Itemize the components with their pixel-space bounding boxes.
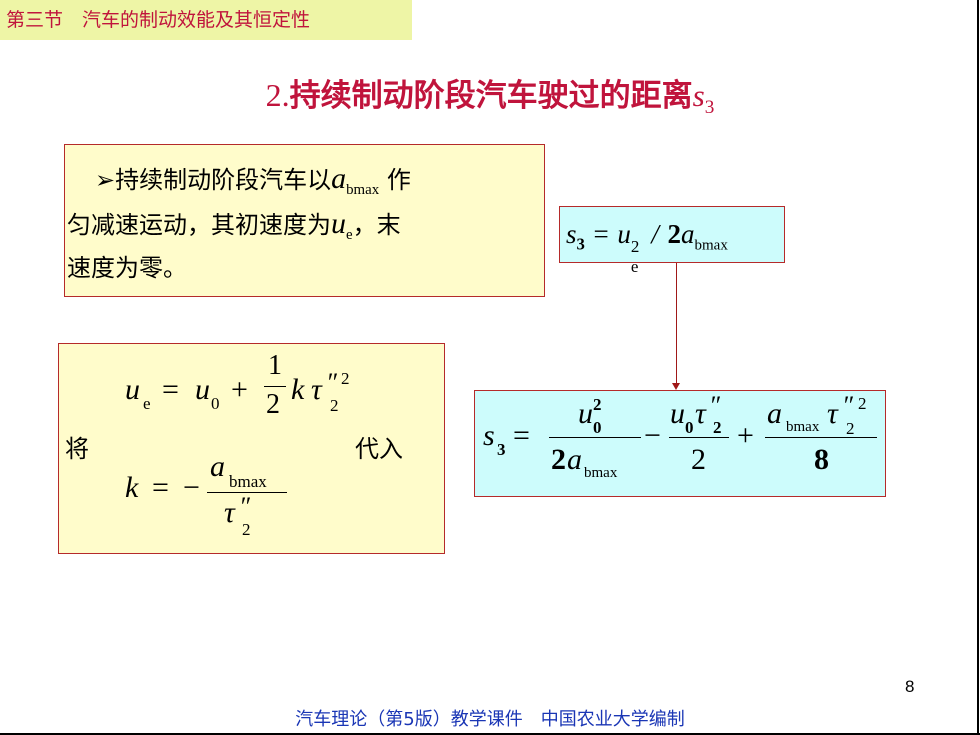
r-f2-u: u xyxy=(670,397,685,430)
desc-var-u: u xyxy=(331,207,346,240)
daoru-label: 代入 xyxy=(355,435,403,463)
desc-text-2: 作 xyxy=(386,166,411,194)
eq2-tau-prime: ″ xyxy=(239,492,250,521)
eq1-u0: u xyxy=(195,373,210,406)
title-var-sub: 3 xyxy=(704,97,715,119)
eq2-tau: τ xyxy=(224,496,235,529)
ft-u: u xyxy=(617,219,631,249)
substitution-box: 将 代入 u e = u 0 + 1 2 k τ ″ 2 2 k = − a b… xyxy=(58,343,445,554)
eq1-u0-sub: 0 xyxy=(211,394,220,413)
desc-text-3: 匀减速运动，其初速度为 xyxy=(67,211,331,239)
desc-text-1: 持续制动阶段汽车以 xyxy=(115,166,332,194)
r-f3-prime: ″ xyxy=(842,391,853,420)
ft-a: a xyxy=(681,219,695,249)
connector-line xyxy=(676,263,677,387)
r-f2-tau: τ xyxy=(695,397,706,430)
r-f2-u-sub: 0 xyxy=(685,418,694,437)
title-prefix: 2. xyxy=(265,77,290,113)
r-f1-two: 2 xyxy=(551,443,566,476)
result-formula-box: s 3 = u 2 0 2 a bmax − u 0 τ ″ 2 2 + a b… xyxy=(474,390,886,497)
eq1-tau-prime: ″ xyxy=(326,368,337,397)
page-number: 8 xyxy=(905,677,915,696)
r-minus: − xyxy=(644,419,661,452)
ft-slash: / xyxy=(651,219,659,249)
r-f3-den: 8 xyxy=(814,443,829,476)
eq2-tau-sub: 2 xyxy=(242,520,251,539)
eq1-u: u xyxy=(125,373,140,406)
ft-s-sub: 3 xyxy=(576,234,585,254)
slide-bottom-border xyxy=(0,733,980,735)
desc-text-5: 速度为零。 xyxy=(67,254,187,282)
ft-u-sup: 2 xyxy=(630,237,640,256)
eq1-k: k xyxy=(291,373,305,406)
r-f3-tau-sup: 2 xyxy=(858,394,867,413)
eq2-eq: = xyxy=(152,471,169,504)
bullet-arrow-icon: ➢ xyxy=(95,166,116,194)
eq1-eq: = xyxy=(162,373,179,406)
eq1-plus: + xyxy=(231,373,248,406)
eq1-u-sub: e xyxy=(143,394,151,413)
r-f3-tau-sub: 2 xyxy=(846,419,855,438)
ft-a-sub: bmax xyxy=(694,237,728,254)
eq2-fraction-bar xyxy=(207,492,287,493)
r-s: s xyxy=(483,419,495,452)
r-f2-den: 2 xyxy=(691,443,706,476)
r-f2-tau-sub: 2 xyxy=(713,418,722,437)
description-box: ➢持续制动阶段汽车以abmax 作 匀减速运动，其初速度为ue，末 速度为零。 xyxy=(64,144,545,297)
desc-var-a-sub: bmax xyxy=(346,181,380,198)
ft-two: 2 xyxy=(667,219,682,249)
r-f1-sub: 0 xyxy=(593,418,602,437)
eq1-den: 2 xyxy=(266,389,280,420)
eq1-num: 1 xyxy=(268,350,282,381)
r-f1-bar xyxy=(549,437,641,438)
r-s-sub: 3 xyxy=(497,440,506,459)
r-f2-bar xyxy=(669,437,729,438)
eq1-tau-sup: 2 xyxy=(341,369,350,388)
desc-var-a: a xyxy=(331,162,347,195)
jiang-label: 将 xyxy=(65,435,89,463)
ft-eq: = xyxy=(593,219,609,249)
r-f3-a: a xyxy=(767,397,782,430)
ft-u-sub: e xyxy=(630,257,639,276)
r-f1-a: a xyxy=(567,443,582,476)
r-f3-a-sub: bmax xyxy=(786,419,820,435)
desc-var-u-sub: e xyxy=(346,226,353,243)
r-f1-sup: 2 xyxy=(593,395,602,414)
eq1-tau-sub: 2 xyxy=(330,396,339,415)
r-f3-tau: τ xyxy=(827,397,838,430)
r-f2-prime: ″ xyxy=(709,391,720,420)
r-eq: = xyxy=(513,419,530,452)
eq2-minus: − xyxy=(183,471,200,504)
eq2-a-sub: bmax xyxy=(229,472,267,491)
eq1-tau: τ xyxy=(311,373,322,406)
r-plus: + xyxy=(737,419,754,452)
footer: 汽车理论（第5版）教学课件 中国农业大学编制 xyxy=(295,709,685,730)
r-f1-a-sub: bmax xyxy=(584,465,618,481)
slide-title: 2.持续制动阶段汽车驶过的距离s3 xyxy=(0,70,980,119)
r-f3-bar xyxy=(765,437,877,438)
r-f1-u: u xyxy=(578,397,593,430)
eq2-a: a xyxy=(210,450,225,483)
title-text: 持续制动阶段汽车驶过的距离 xyxy=(289,78,693,114)
title-var: s xyxy=(692,78,705,113)
eq2-k: k xyxy=(125,471,139,504)
connector-arrow-icon xyxy=(672,383,680,390)
ft-s: s xyxy=(566,219,577,249)
eq1-fraction-bar xyxy=(264,386,286,387)
desc-text-4: ，末 xyxy=(352,211,401,239)
section-tag: 第三节 汽车的制动效能及其恒定性 xyxy=(0,0,412,40)
slide-right-border xyxy=(977,0,979,735)
